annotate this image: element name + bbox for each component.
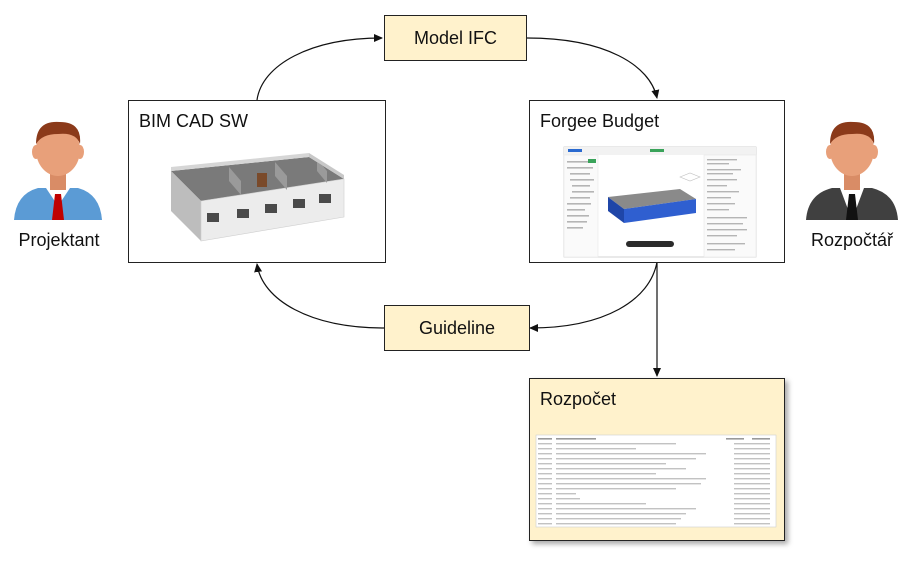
projektant-avatar-icon	[14, 121, 102, 220]
model-ifc-node: Model IFC	[384, 15, 527, 61]
forgee-budget-node: Forgee Budget	[529, 100, 785, 263]
arrow-model-to-forgee	[526, 37, 660, 99]
arrow-bim-to-model	[256, 34, 383, 101]
guideline-label: Guideline	[418, 317, 496, 338]
arrow-forgee-to-guideline	[529, 261, 658, 332]
arrow-guideline-to-bim	[254, 263, 385, 329]
building-model-image	[171, 153, 345, 242]
model-ifc-label: Model IFC	[413, 27, 498, 48]
budget-table-image	[535, 434, 777, 528]
rozpoctar-avatar-icon	[806, 121, 898, 220]
bim-cad-title: BIM CAD SW	[139, 111, 249, 131]
rozpoctar-label: Rozpočtář	[810, 230, 894, 250]
rozpocet-title: Rozpočet	[540, 389, 617, 409]
projektant-label: Projektant	[18, 230, 100, 250]
bim-cad-node: BIM CAD SW	[128, 100, 386, 263]
forgee-title: Forgee Budget	[540, 111, 660, 131]
rozpocet-node: Rozpočet	[529, 378, 785, 541]
forgee-app-screenshot	[563, 146, 757, 258]
guideline-node: Guideline	[384, 305, 530, 351]
